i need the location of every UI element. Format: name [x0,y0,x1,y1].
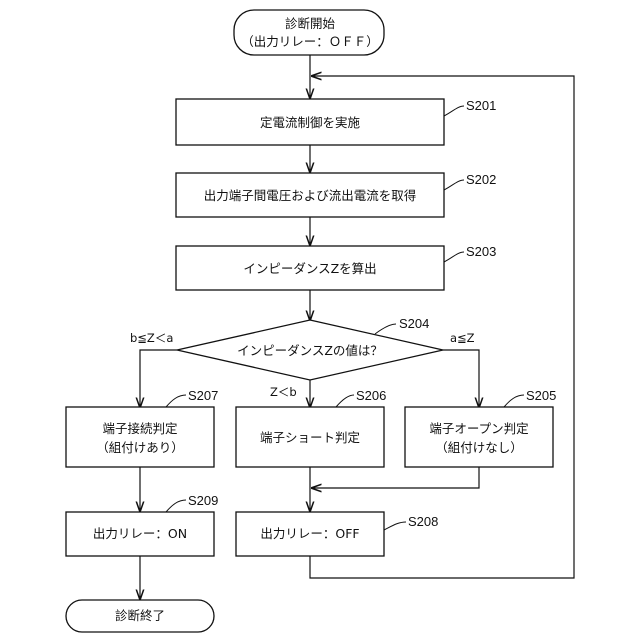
s209-label: 出力リレー：ON [93,526,187,541]
s207-leader [166,395,186,407]
s206-step: S206 [356,388,386,403]
start-line1: 診断開始 [285,16,336,31]
end-terminator: 診断終了 [66,600,214,632]
s204-step: S204 [399,316,429,331]
s203-leader [444,252,464,262]
s202-leader [444,180,464,190]
s205-line2: （組付けなし） [435,440,523,455]
s205-line1: 端子オープン判定 [429,421,528,436]
s204-leader [375,324,396,334]
s209-leader [166,500,186,512]
s207-line1: 端子接続判定 [102,421,177,436]
s207-step: S207 [188,388,218,403]
process-box-s209: 出力リレー：ON S209 [66,493,218,556]
s202-step: S202 [466,172,496,187]
arrow-s204-to-s205 [443,350,479,407]
s206-leader [336,395,354,407]
start-line2: （出力リレー：ＯＦＦ） [241,34,379,49]
process-box-s202: 出力端子間電圧および流出電流を取得 S202 [176,172,496,217]
branch-right-label: a≦Z [450,331,475,345]
s205-leader [504,395,524,407]
process-box-s201: 定電流制御を実施 S201 [176,98,496,145]
process-box-s206: 端子ショート判定 S206 [236,388,386,467]
s202-label: 出力端子間電圧および流出電流を取得 [204,188,417,203]
s209-step: S209 [188,493,218,508]
decision-diamond-s204: インピーダンスZの値は？ S204 b≦Z＜a Z＜b a≦Z [130,316,475,399]
loop-back-arrow [310,76,574,578]
arrow-s205-to-merge [312,467,479,488]
s208-label: 出力リレー：OFF [260,526,359,541]
branch-left-label: b≦Z＜a [130,331,173,345]
s201-label: 定電流制御を実施 [260,115,361,130]
process-box-s207: 端子接続判定 （組付けあり） S207 [66,388,218,467]
process-box-s203: インピーダンスZを算出 S203 [176,244,496,290]
arrow-s204-to-s207 [140,350,177,407]
s201-leader [444,106,464,116]
process-box-s208: 出力リレー：OFF S208 [236,512,438,556]
s208-step: S208 [408,514,438,529]
s206-label: 端子ショート判定 [260,430,360,445]
s208-leader [384,522,406,530]
s207-line2: （組付けあり） [96,440,184,455]
branch-down-label: Z＜b [270,385,297,399]
s205-step: S205 [526,388,556,403]
process-box-s205: 端子オープン判定 （組付けなし） S205 [405,388,556,467]
s201-step: S201 [466,98,496,113]
decision-label: インピーダンスZの値は？ [237,343,383,358]
s203-step: S203 [466,244,496,259]
start-terminator: 診断開始 （出力リレー：ＯＦＦ） [234,10,384,55]
s203-label: インピーダンスZを算出 [243,261,376,276]
end-label: 診断終了 [115,608,165,623]
